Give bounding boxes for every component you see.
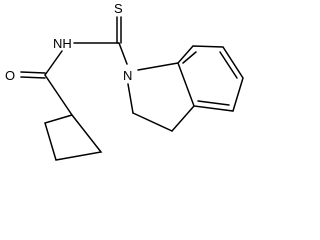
atom-amide-nitrogen: NH <box>53 36 72 51</box>
bond-n-c2 <box>127 83 134 114</box>
aromatic-inner-3 <box>182 51 197 64</box>
bond-c-o-1 <box>20 71 46 74</box>
bond-nh-carbonyl <box>44 50 63 76</box>
bond-c3-c3a <box>171 105 195 132</box>
atom-oxygen: O <box>5 68 15 83</box>
bond-n-c7a <box>137 62 179 71</box>
atom-sulfur: S <box>114 1 123 16</box>
bond-c-ring-n <box>118 42 128 65</box>
aromatic-inner-1 <box>197 100 230 106</box>
cyclobutane-ring <box>44 114 103 161</box>
structure-diagram: S NH O N <box>5 1 244 161</box>
aromatic-inner-2 <box>219 51 238 79</box>
bond-carbonyl-cyclobutyl <box>44 74 73 116</box>
atom-ring-nitrogen: N <box>123 68 132 83</box>
bond-c2-c3 <box>132 112 173 132</box>
benzene-ring <box>177 45 244 112</box>
bond-c-o-2 <box>20 76 46 79</box>
